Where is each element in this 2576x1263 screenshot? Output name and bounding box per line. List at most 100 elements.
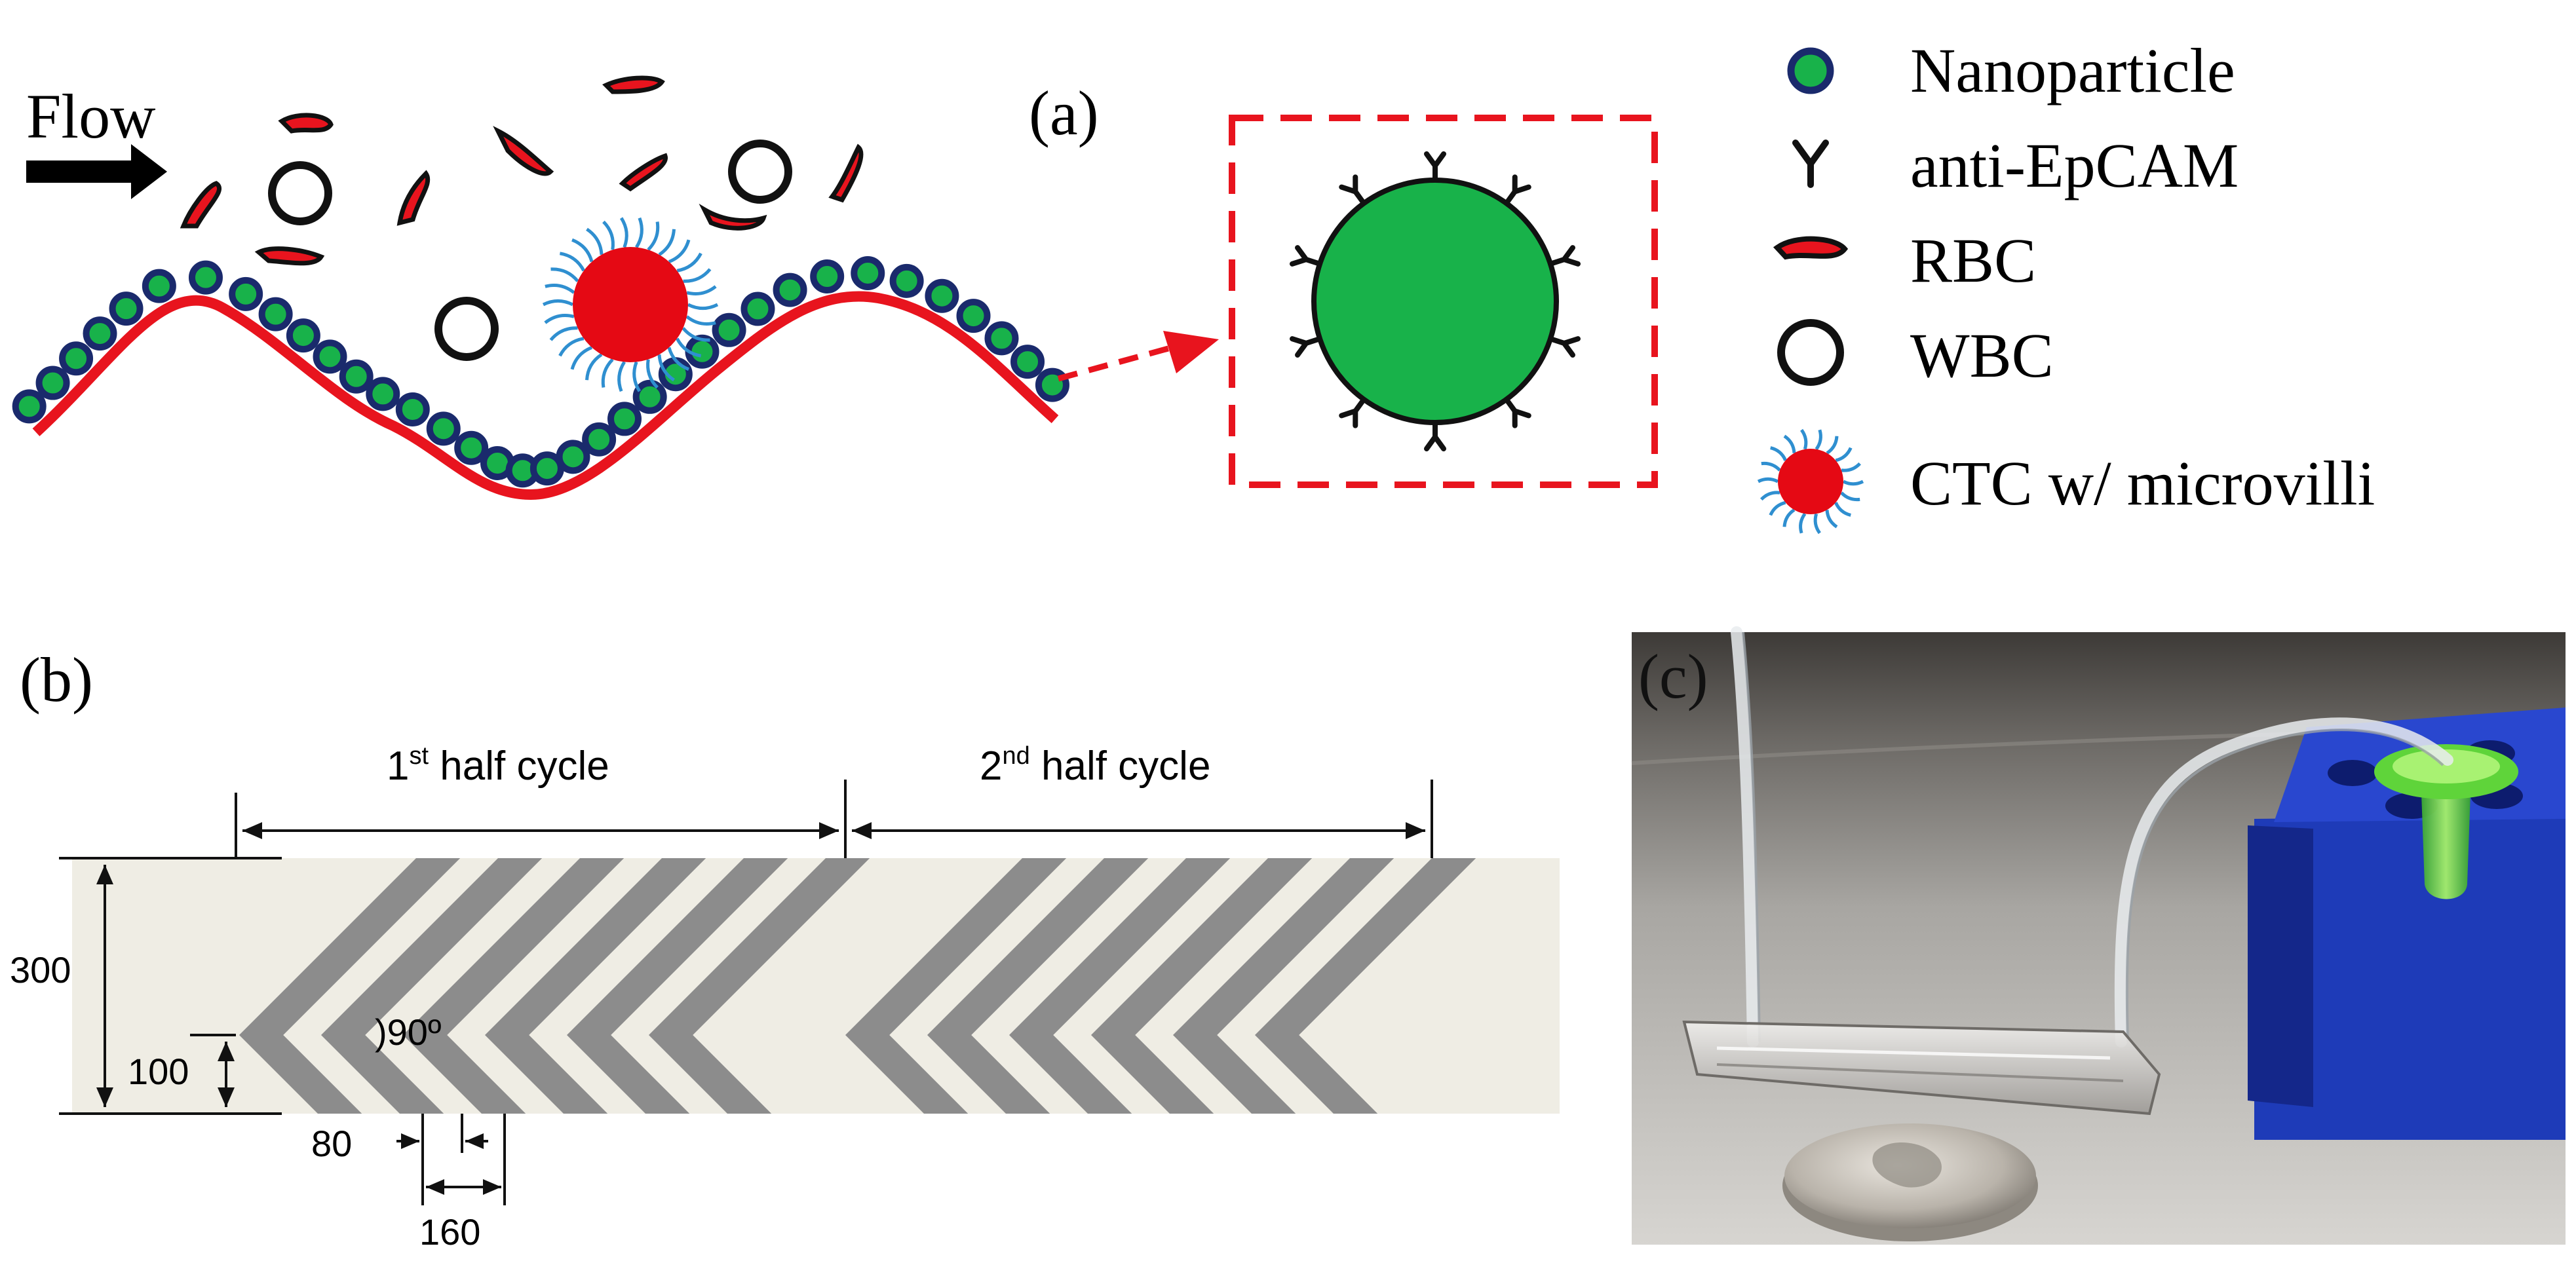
microvillus	[558, 337, 585, 357]
wbc-icon	[728, 140, 792, 204]
nanoparticle-icon	[582, 422, 617, 457]
quarter-coin	[1782, 1123, 2038, 1241]
nanoparticle-icon	[395, 392, 430, 427]
dimension-arrowheads-icon	[96, 822, 1425, 1195]
nanoparticle-icon	[426, 411, 461, 446]
panel-c-photo: (c)	[1631, 626, 2566, 1245]
microvillus	[601, 358, 614, 388]
legend-label: RBC	[1910, 225, 2036, 295]
rbc-icon	[828, 143, 864, 203]
microvillus	[1826, 436, 1839, 455]
antibody-icon	[1792, 140, 1829, 188]
rbc-cells	[180, 75, 864, 266]
dim-tip-label: 100	[128, 1051, 189, 1092]
herringbone-chevrons	[239, 858, 1476, 1114]
microvillus	[1770, 446, 1787, 461]
microvillus	[1834, 502, 1851, 517]
nanoparticle-icon	[1010, 345, 1045, 379]
microvillus	[635, 217, 644, 248]
microvillus	[1835, 447, 1853, 462]
legend-label: WBC	[1910, 320, 2054, 390]
chevron-groove	[1173, 858, 1394, 1114]
legend-label: CTC w/ microvilli	[1910, 448, 2375, 518]
microvillus	[1761, 461, 1781, 472]
legend-item-rbc: RBC	[1773, 225, 2036, 295]
microvillus	[1760, 491, 1780, 501]
nanoparticle-icon	[35, 366, 70, 400]
sample-tube	[2374, 744, 2518, 899]
nanoparticle-icon	[229, 276, 263, 311]
nanoparticle-icon	[83, 316, 117, 351]
microvillus	[686, 285, 717, 295]
nanoparticle-icon	[109, 292, 144, 326]
panel-b: (b)	[10, 645, 1560, 1253]
nanoparticle-icon	[925, 278, 959, 313]
microvillus	[542, 299, 574, 307]
microvillus	[667, 347, 689, 371]
legend-item-nanoparticle: Nanoparticle	[1787, 35, 2235, 105]
ctc-icon	[573, 247, 688, 362]
nanoparticle-icon	[258, 297, 293, 331]
first-half-cycle-label: 1st half cycle	[387, 742, 609, 789]
microvillus	[657, 354, 675, 382]
microvillus	[675, 337, 702, 358]
microvillus	[550, 267, 579, 282]
microvillus	[687, 303, 719, 311]
nanoparticle-icon	[188, 260, 223, 295]
microvillus	[1757, 477, 1779, 483]
microvillus	[544, 314, 575, 324]
ctc-cell	[542, 217, 719, 392]
legend: Nanoparticle anti-EpCAM RBC WBC CTC w/ m…	[1757, 35, 2375, 535]
zoom-arrow	[1057, 344, 1174, 382]
legend-item-antibody: anti-EpCAM	[1792, 130, 2239, 200]
dim-pitch-label: 160	[419, 1211, 480, 1253]
microvillus	[571, 238, 594, 263]
nanoparticle-icon	[773, 273, 807, 307]
microvillus	[1769, 500, 1786, 516]
zoom-arrowhead-icon	[1163, 331, 1219, 373]
chevron-groove	[239, 858, 461, 1114]
inset-box	[1229, 115, 1658, 488]
panel-a: Flow (a)	[12, 75, 1658, 500]
nanoparticle-icon	[984, 321, 1019, 356]
wbc-icon	[1777, 319, 1844, 386]
microvillus	[1800, 428, 1808, 450]
rbc-icon	[254, 246, 325, 266]
microvillus	[683, 268, 712, 283]
microvillus	[545, 284, 575, 294]
rbc-icon	[278, 113, 334, 134]
microvillus	[1815, 429, 1822, 451]
nanoparticle-icon	[339, 359, 374, 394]
microvillus	[682, 327, 710, 342]
nanoparticle-icon	[712, 312, 746, 347]
microvillus	[617, 361, 626, 392]
rbc-icon	[699, 203, 767, 231]
microvillus	[1825, 510, 1838, 529]
microvillus	[685, 315, 716, 326]
microvillus	[1841, 462, 1861, 472]
microfluidic-chip	[1682, 1020, 2161, 1116]
wbc-cells	[268, 140, 792, 361]
wbc-icon	[268, 161, 332, 225]
rbc-icon	[1773, 236, 1849, 260]
rbc-icon	[602, 75, 665, 94]
microvillus	[570, 346, 593, 370]
panel-c-label: (c)	[1638, 641, 1708, 711]
chevron-groove	[321, 858, 543, 1114]
channel-wall	[32, 291, 1059, 500]
flow-arrow-icon	[26, 144, 167, 199]
chevron-groove	[1091, 858, 1313, 1114]
rbc-icon	[493, 126, 554, 176]
flow-label: Flow	[26, 81, 155, 151]
nanoparticle-icon	[286, 318, 320, 353]
nanoparticle-icon	[12, 389, 47, 424]
microvillus	[1799, 512, 1807, 534]
rbc-icon	[180, 181, 222, 229]
nanoparticle-icon	[556, 440, 590, 474]
ctc-icon	[1778, 449, 1843, 514]
legend-item-wbc: WBC	[1777, 319, 2054, 390]
microvillus	[658, 229, 676, 256]
nanoparticle-layer	[12, 255, 1069, 488]
nanoparticle-icon	[740, 292, 775, 326]
